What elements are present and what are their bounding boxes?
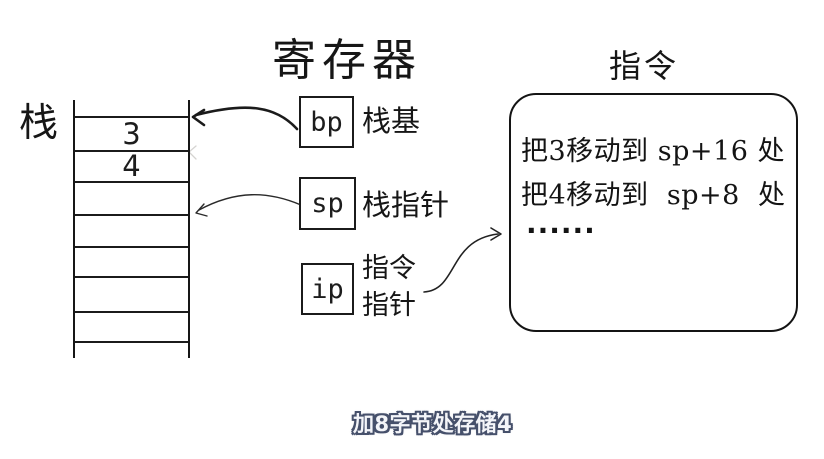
stack-cell (75, 216, 188, 248)
stack-diagram: 3 4 (73, 100, 190, 358)
ip-register-label: 指令 指针 (362, 253, 416, 321)
stack-cell: 3 (75, 118, 188, 152)
stack-cell (75, 278, 188, 313)
sp-register-box: sp (299, 177, 356, 230)
bp-register-box: bp (299, 96, 354, 148)
stack-label: 栈 (19, 101, 59, 146)
ip-arrow (423, 227, 502, 293)
instruction-ellipsis: ...... (526, 207, 596, 240)
stack-cell (75, 183, 188, 216)
instruction-line: 把4移动到 sp+8 处 (521, 180, 786, 211)
stack-cell (75, 248, 188, 278)
instruction-line: 把3移动到 sp+16 处 (521, 136, 785, 167)
bp-arrow (191, 106, 299, 131)
stack-cell (75, 313, 188, 343)
stack-cell: 4 (75, 152, 188, 183)
bp-register-label: 栈基 (362, 104, 421, 138)
ip-register-box: ip (301, 263, 354, 315)
sp-arrow (195, 194, 302, 217)
stack-bottom-overhang (75, 343, 188, 358)
faint-arrowhead-mark (188, 145, 197, 160)
registers-title: 寄存器 (272, 35, 422, 86)
instructions-title: 指令 (609, 47, 680, 85)
stack-top-overhang (75, 100, 188, 118)
sp-register-label: 栈指针 (362, 188, 450, 222)
subtitle-caption: 加8字节处存储4 (353, 412, 513, 436)
instruction-box: 把3移动到 sp+16 处 把4移动到 sp+8 处 ...... (509, 93, 798, 332)
